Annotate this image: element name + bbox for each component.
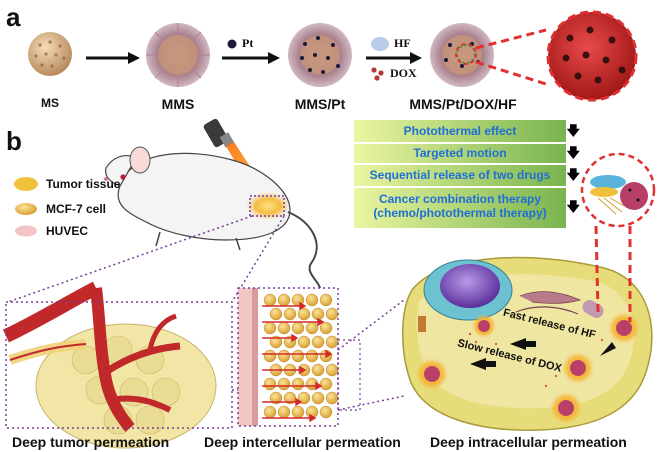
legend-tumor-tissue: Tumor tissue <box>46 177 121 191</box>
feature-box <box>354 120 566 228</box>
hf-icon <box>371 37 389 51</box>
feature-targeted-motion: Targeted motion <box>413 146 507 160</box>
mouse <box>104 146 321 289</box>
caption-intracellular-permeation: Deep intracellular permeation <box>430 434 627 450</box>
panel-a-letter: a <box>6 2 21 32</box>
intercellular-panel <box>237 287 361 427</box>
stage-mms-pt-label: MMS/Pt <box>294 96 346 112</box>
reagent-hf-label: HF <box>394 36 411 50</box>
dox-icon <box>371 67 384 81</box>
ms-particle <box>28 32 72 76</box>
laser-source <box>203 118 235 148</box>
mouse-tumor-box <box>249 195 285 217</box>
arrow-down-icon: 🡇 <box>566 167 580 182</box>
stage-mms-pt-dox-hf-label: MMS/Pt/DOX/HF <box>409 96 517 112</box>
zoom-guides <box>7 215 405 411</box>
zoom-particle <box>546 10 638 102</box>
arrow-down-icon: 🡇 <box>566 123 580 138</box>
feature-combination-detail: (chemo/photothermal therapy) <box>373 206 547 220</box>
arrow-down-icon: 🡇 <box>566 199 580 214</box>
reagent-pt-label: Pt <box>242 36 254 50</box>
legend-huvec: HUVEC <box>46 224 89 238</box>
tumor-permeation-panel <box>3 281 233 449</box>
feature-photothermal: Photothermal effect <box>403 124 517 138</box>
stage-ms-label: MS <box>41 96 59 110</box>
feature-sequential-release: Sequential release of two drugs <box>369 168 551 182</box>
panel-b-letter: b <box>6 126 22 156</box>
legend-mcf7-cell: MCF-7 cell <box>46 202 107 216</box>
zoom-circle-right <box>580 152 656 322</box>
mms-pt-particle <box>288 23 352 87</box>
caption-intercellular-permeation: Deep intercellular permeation <box>204 434 401 450</box>
reagent-dox-label: DOX <box>390 66 417 80</box>
feature-list: Photothermal effect Targeted motion Sequ… <box>354 120 580 228</box>
legend-icons <box>14 177 38 237</box>
feature-combination-therapy: Cancer combination therapy <box>378 192 542 206</box>
pt-particle-icon <box>227 39 237 49</box>
intracellular-cell <box>402 256 653 431</box>
stage-mms-label: MMS <box>161 96 195 112</box>
caption-tumor-permeation: Deep tumor permeation <box>12 434 170 450</box>
mms-pt-dox-hf-particle <box>430 23 494 87</box>
mms-particle <box>146 23 210 87</box>
arrow-down-icon: 🡇 <box>566 145 580 160</box>
